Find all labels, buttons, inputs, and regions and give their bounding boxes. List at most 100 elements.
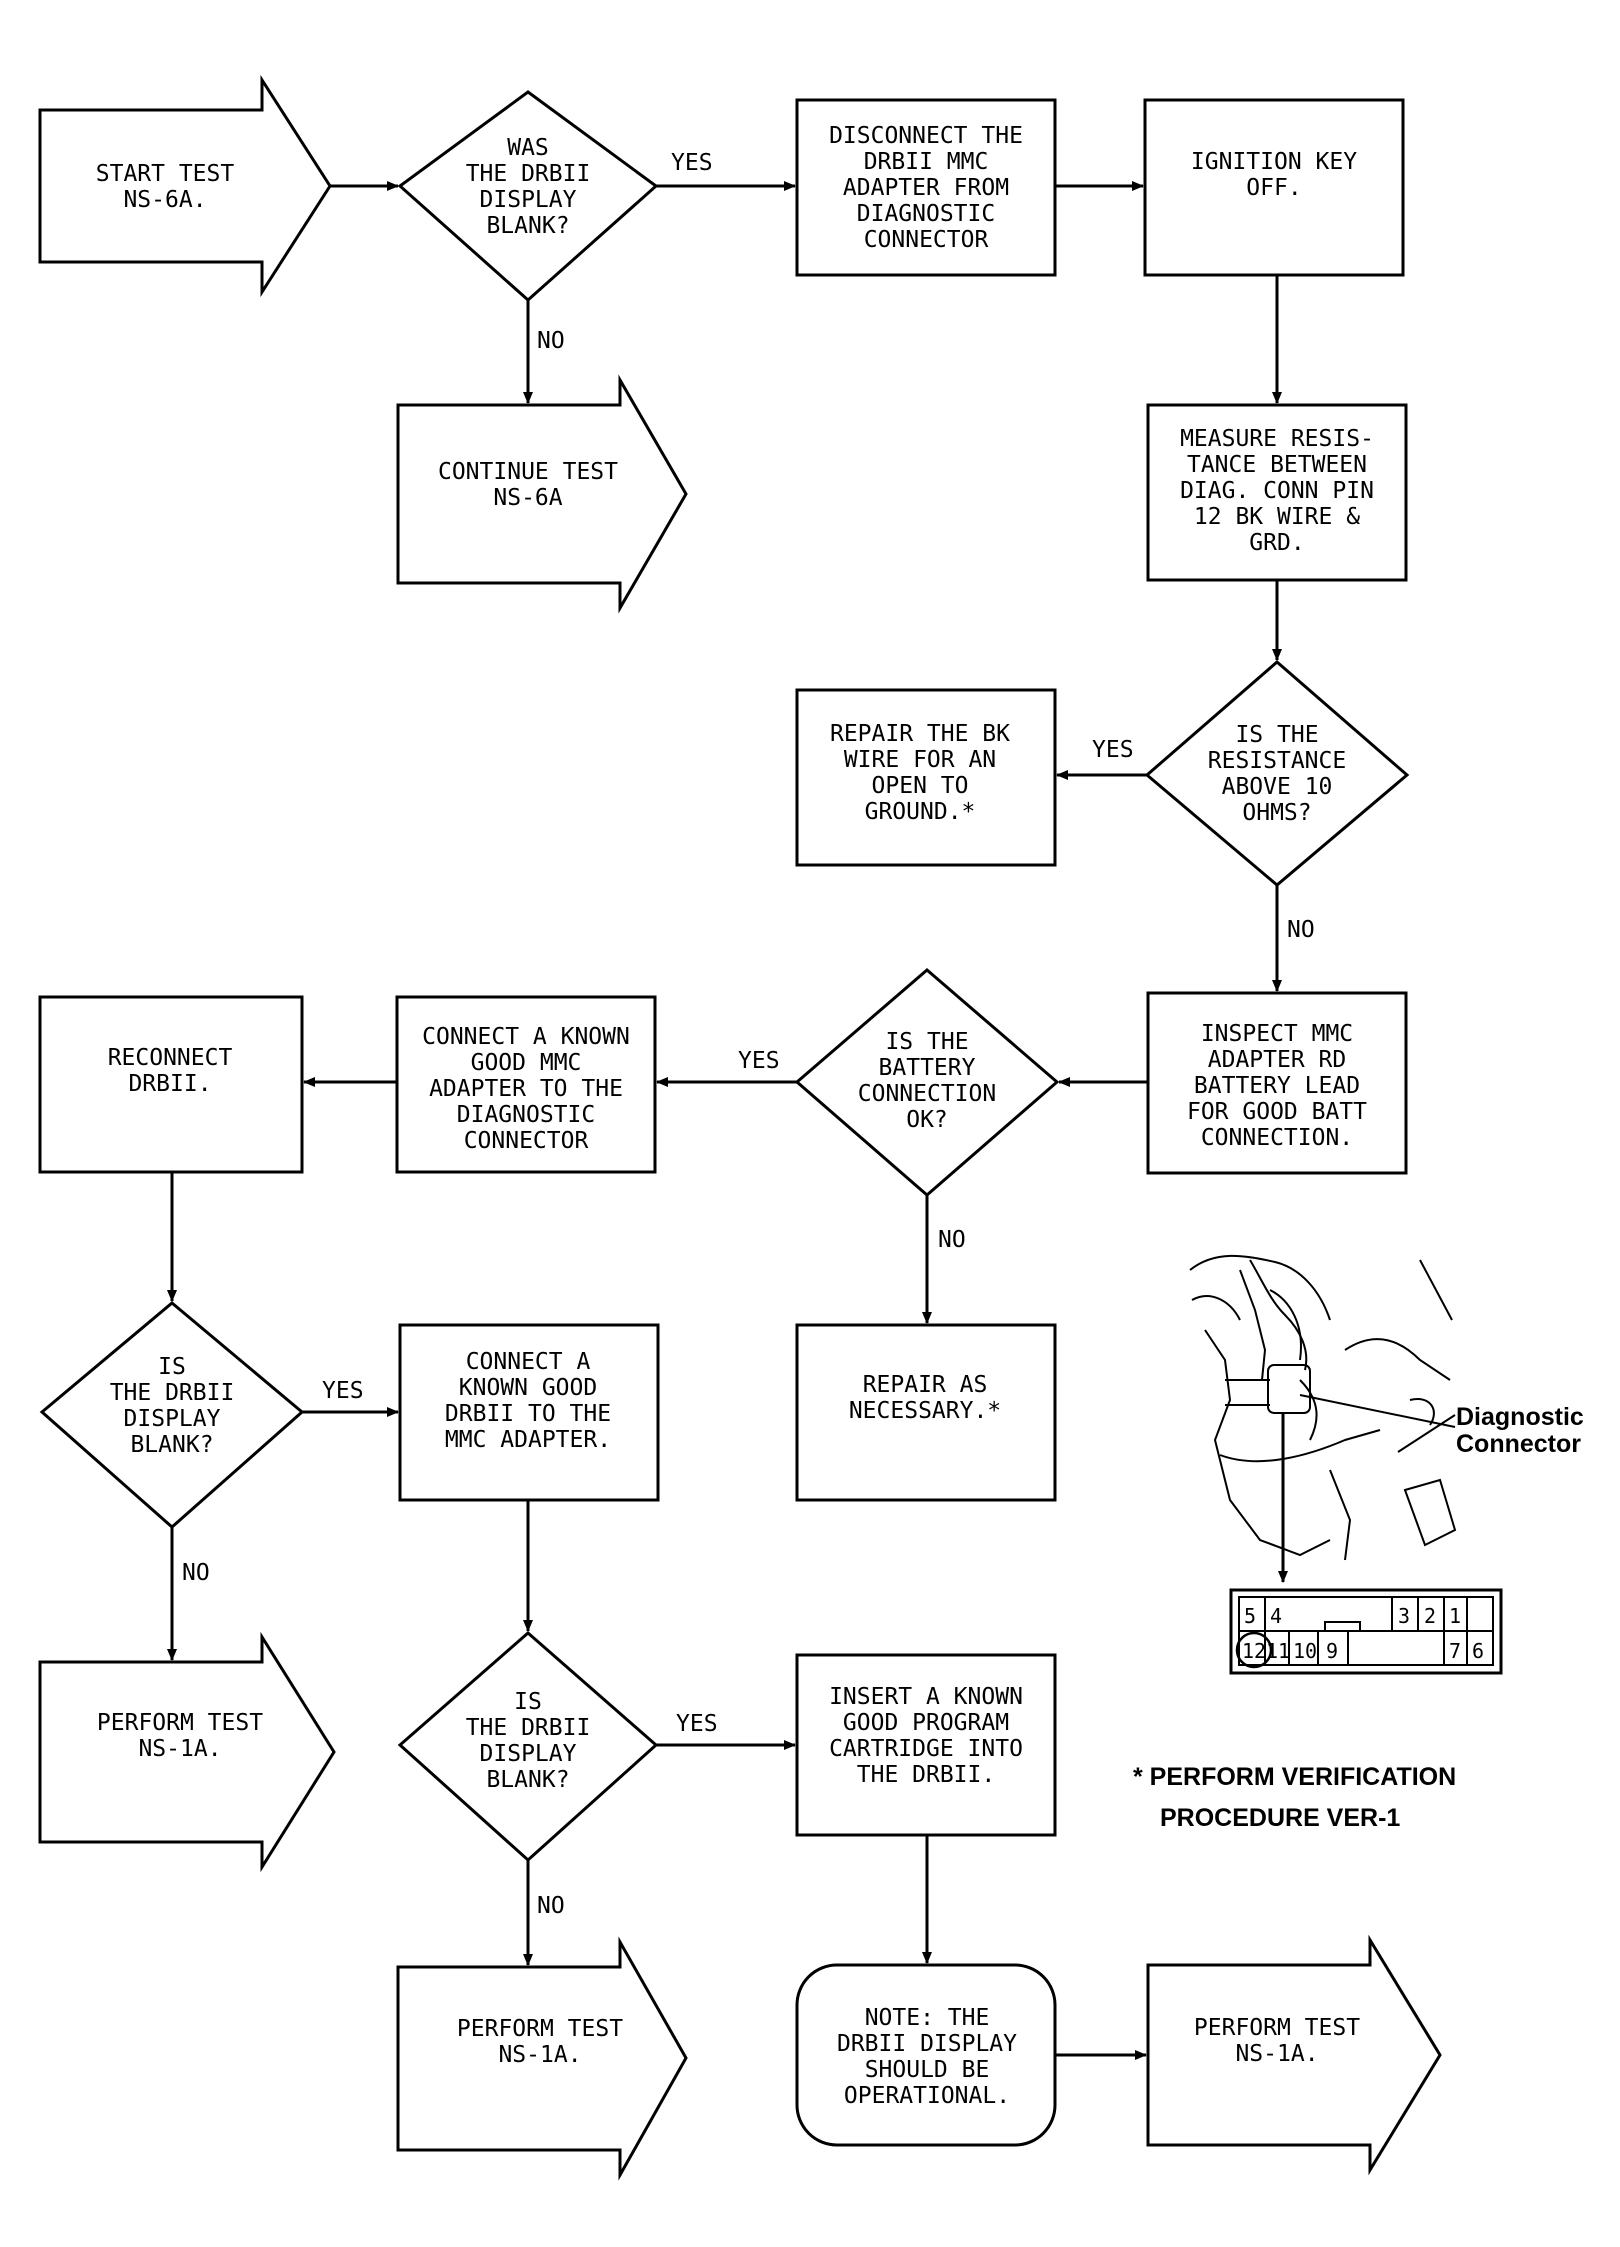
node-text-line: GOOD MMC [471,1050,582,1076]
node-text-line: IS [158,1354,186,1380]
pin-4: 4 [1270,1604,1282,1628]
node-text-line: NS-1A. [1235,2041,1318,2067]
node-text-line: NOTE: THE [865,2005,990,2031]
repair-bk-box [795,688,1057,867]
node-text-line: NS-1A. [498,2042,581,2068]
ignition-box [1143,98,1405,277]
footnote-line2: PROCEDURE VER-1 [1160,1804,1400,1832]
label-no-2: NO [1287,917,1315,943]
node-text-line: GROUND.* [865,799,976,825]
node-text-line: CONTINUE TEST [438,459,618,485]
node-text-line: REPAIR AS [863,1372,988,1398]
node-text-line: CONNECT A KNOWN [422,1024,630,1050]
node-text-line: PERFORM TEST [1194,2015,1360,2041]
node-text-line: THE DRBII [466,1715,591,1741]
node-text-line: START TEST [96,161,235,187]
node-text-line: ADAPTER RD [1208,1047,1346,1073]
node-text-line: MEASURE RESIS- [1180,426,1374,452]
node-text-line: ADAPTER FROM [843,175,1009,201]
pin-2: 2 [1424,1604,1436,1628]
node-text-line: GOOD PROGRAM [843,1710,1009,1736]
node-text-line: CONNECTOR [864,227,989,253]
node-text-line: DISPLAY [124,1406,221,1432]
node-text-line: THE DRBII [110,1380,235,1406]
node-text-line: OK? [906,1107,948,1133]
node-text-line: MMC ADAPTER. [445,1427,611,1453]
node-text-line: DIAGNOSTIC [857,201,995,227]
label-yes-1: YES [671,150,713,176]
node-text-line: DISCONNECT THE [829,123,1023,149]
node-text-line: TANCE BETWEEN [1187,452,1367,478]
node-text-line: NS-1A. [138,1736,221,1762]
node-text-line: IGNITION KEY [1191,149,1357,175]
node-text-line: RECONNECT [108,1045,233,1071]
node-text-line: CARTRIDGE INTO [829,1736,1023,1762]
label-no-1: NO [537,328,565,354]
connector-illustration [1189,1254,1457,1583]
node-text-line: NS-6A. [123,187,206,213]
node-text-line: CONNECT A [466,1349,591,1375]
node-text-line: ADAPTER TO THE [429,1076,623,1102]
footnote-line1: * PERFORM VERIFICATION [1133,1763,1456,1791]
node-text-line: BLANK? [486,213,569,239]
perform-test-3-shape [1146,1934,1442,2176]
node-text-line: PERFORM TEST [457,2016,623,2042]
node-text-line: CONNECTOR [464,1128,589,1154]
node-text-line: DRBII MMC [864,149,989,175]
connector-label-line2: Connector [1456,1430,1581,1458]
label-yes-2: YES [1092,737,1134,763]
node-text-line: NS-6A [493,485,562,511]
connect-mmc-box [395,995,657,1174]
node-text-line: BATTERY LEAD [1194,1073,1360,1099]
node-text-line: OPEN TO [872,773,969,799]
node-text-line: CONNECTION. [1201,1125,1353,1151]
node-text-line: BLANK? [130,1432,213,1458]
node-text-line: NECESSARY.* [849,1398,1001,1424]
pin-7: 7 [1449,1639,1461,1663]
node-text-line: WAS [507,135,549,161]
label-yes-5: YES [676,1711,718,1737]
node-text-line: SHOULD BE [865,2057,990,2083]
pin-diagram [1229,1588,1503,1675]
node-text-line: 12 BK WIRE & [1194,504,1360,530]
node-text-line: OFF. [1246,175,1301,201]
pin-10: 10 [1293,1639,1317,1663]
node-text-line: IS [514,1689,542,1715]
node-text-line: DISPLAY [480,187,577,213]
continue-test-shape [396,374,688,614]
node-text-line: IS THE [1235,722,1318,748]
node-text-line: GRD. [1249,530,1304,556]
perform-test-2-shape [396,1936,688,2181]
repair-necessary-box [795,1323,1057,1502]
pin-5: 5 [1244,1604,1256,1628]
pin-9: 9 [1326,1639,1338,1663]
label-yes-3: YES [738,1048,780,1074]
node-text-line: BATTERY [879,1055,976,1081]
node-text-line: THE DRBII. [857,1762,995,1788]
node-text-line: DRBII DISPLAY [837,2031,1017,2057]
node-text-line: THE DRBII [466,161,591,187]
node-text-line: DIAG. CONN PIN [1180,478,1374,504]
node-text-line: BLANK? [486,1767,569,1793]
pin-12: 12 [1242,1639,1266,1663]
node-text-line: DRBII. [128,1071,211,1097]
